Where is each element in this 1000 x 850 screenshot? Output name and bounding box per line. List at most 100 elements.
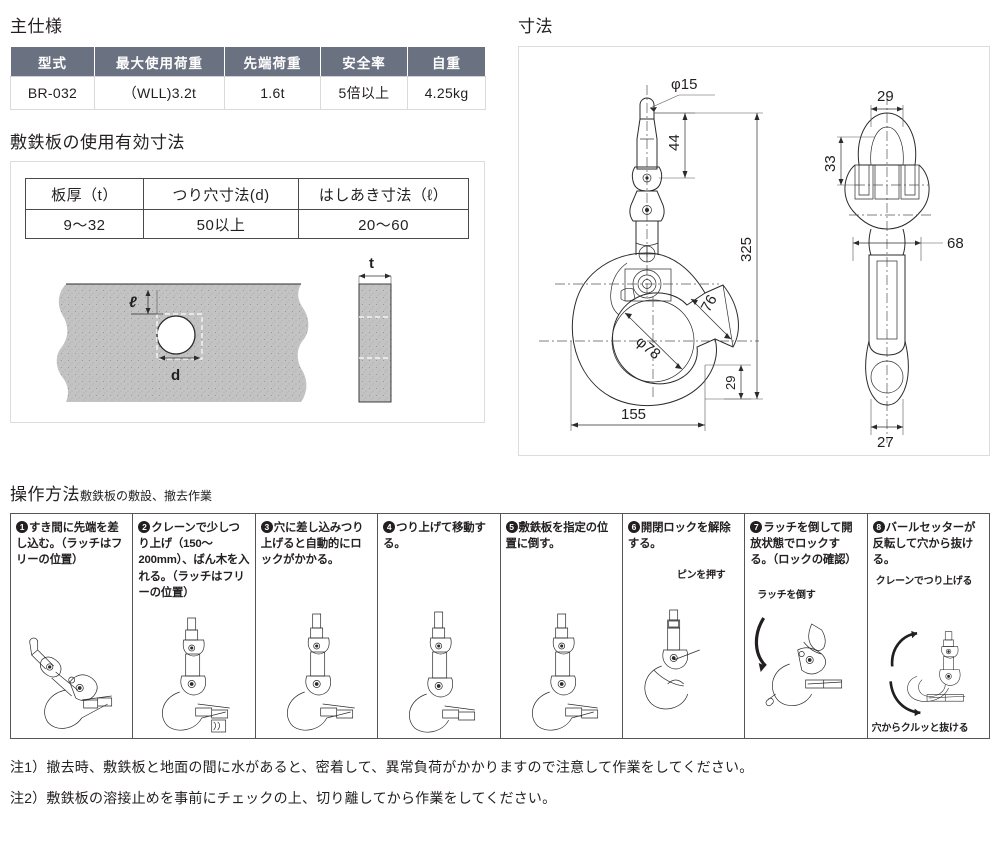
dimension-label-overall-height: 325 (738, 237, 755, 262)
step-2-illustration (162, 617, 231, 733)
dimension-label-hook-diameter: φ78 (632, 333, 663, 363)
hole-dimension-box (156, 313, 203, 360)
step-7-note-lower-latch: ラッチを倒す (757, 590, 816, 601)
hook-front-view: φ15 44 (539, 76, 763, 431)
main-spec-section: 主仕様 型式 最大使用荷重 先端荷重 安全率 自重 BR-032 （WLL)3.… (10, 12, 490, 110)
plate-dimension-box: 板厚（t） つり穴寸法(d) はしあき寸法（ℓ） 9〜32 50以上 20〜60 (10, 161, 485, 423)
spec-value-weight: 4.25kg (407, 76, 486, 110)
operation-title: 操作方法 (10, 485, 80, 504)
hole-diameter-label: d (171, 367, 180, 384)
main-spec-table: 型式 最大使用荷重 先端荷重 安全率 自重 BR-032 （WLL)3.2t 1… (10, 46, 486, 110)
spec-header-model: 型式 (10, 46, 95, 77)
dimensions-section: 寸法 (518, 12, 990, 456)
hook-body (571, 245, 739, 407)
spec-value-model: BR-032 (10, 76, 95, 110)
footnote-1: 注1）撤去時、敷鉄板と地面の間に水があると、密着して、異常負荷がかかりますので注… (10, 759, 754, 775)
dimension-bottom-width: 27 (870, 399, 904, 451)
table-row: 9〜32 50以上 20〜60 (25, 209, 469, 239)
step-7-number: 7 (750, 521, 763, 533)
table-header-row: 板厚（t） つり穴寸法(d) はしあき寸法（ℓ） (25, 178, 469, 210)
plate-header-thickness: 板厚（t） (25, 178, 144, 210)
thickness-label: t (369, 255, 374, 272)
dimension-side-top-width: 29 (870, 88, 904, 127)
dimension-label-shackle-height: 33 (822, 155, 839, 172)
table-header-row: 型式 最大使用荷重 先端荷重 安全率 自重 (10, 46, 486, 77)
step-5-illustration (531, 613, 598, 731)
dimension-overall-width: 155 (570, 341, 706, 431)
dimension-throat-depth: 76 (690, 292, 732, 340)
spec-header-safety: 安全率 (320, 46, 408, 77)
dimension-body-width: 68 (852, 235, 964, 261)
step-6-number: 6 (627, 521, 640, 533)
dimension-label-bottom-offset: 29 (723, 376, 738, 390)
dimension-pin-diameter: φ15 (649, 76, 715, 112)
rotation-arrow (755, 617, 768, 672)
dimension-top-to-pivot: 44 (654, 112, 695, 179)
dimension-label-pin-dia: φ15 (671, 76, 697, 93)
step-1-number: 1 (16, 521, 28, 533)
table-row: BR-032 （WLL)3.2t 1.6t 5倍以上 4.25kg (10, 76, 486, 110)
step-5-number: 5 (505, 521, 518, 533)
step-4-number: 4 (383, 521, 396, 533)
plate-dimension-title: 敷鉄板の使用有効寸法 (10, 133, 185, 152)
step-6-note-push-pin: ピンを押す (676, 570, 726, 581)
dimension-label-bottom-width: 27 (877, 434, 894, 451)
step-8-note-lift-by-crane: クレーンでつり上げる (875, 576, 973, 587)
spec-header-weight: 自重 (407, 46, 486, 77)
footnotes-section: 注1）撤去時、敷鉄板と地面の間に水があると、密着して、異常負荷がかかりますので注… (10, 757, 990, 819)
edge-distance-label: ℓ (129, 294, 137, 311)
hook-technical-drawing: φ15 44 (539, 76, 964, 451)
operation-subtitle: 敷鉄板の敷設、撤去作業 (80, 489, 213, 503)
plate-dimension-section: 敷鉄板の使用有効寸法 板厚（t） つり穴寸法(d) はしあき寸法（ℓ） 9〜32… (10, 128, 490, 423)
step-7-illustration (755, 617, 843, 707)
operation-heading: 操作方法 敷鉄板の敷設、撤去作業 (10, 480, 990, 505)
footnote-2: 注2）敷鉄板の溶接止めを事前にチェックの上、切り離してから作業をしてください。 (10, 790, 557, 806)
step-8-illustration (888, 630, 965, 717)
main-spec-title: 主仕様 (10, 17, 63, 36)
dimensions-title: 寸法 (518, 17, 553, 36)
step-8-note-pulls-out: 穴からクルッと抜ける (871, 723, 969, 734)
dimension-overall-height: 325 (654, 112, 763, 400)
hook-side-view: 29 33 (822, 88, 964, 451)
plate-header-hole: つり穴寸法(d) (143, 178, 299, 210)
dimension-label-body-width: 68 (947, 235, 964, 252)
spec-value-wll: （WLL)3.2t (94, 76, 225, 110)
plate-header-edge: はしあき寸法（ℓ） (298, 178, 469, 210)
spec-value-tip-load: 1.6t (224, 76, 321, 110)
lifting-hole (156, 315, 196, 355)
rotation-arrow-down (888, 681, 921, 717)
dimension-label-overall-width: 155 (621, 406, 646, 423)
hole-diameter-dimension: d (159, 355, 200, 384)
plate-diagram: ℓ d (56, 255, 392, 403)
dimension-label-side-top-width: 29 (877, 88, 894, 105)
step-8-number: 8 (872, 521, 885, 533)
dimensions-box: φ15 44 (518, 46, 990, 456)
plate-value-hole: 50以上 (143, 209, 299, 239)
step-6-illustration (644, 609, 700, 710)
step-1-illustration (29, 637, 113, 729)
dimension-bottom-offset: 29 (705, 364, 751, 400)
step-4-illustration (409, 611, 476, 733)
spec-header-tip-load: 先端荷重 (224, 46, 321, 77)
plate-value-edge: 20〜60 (298, 209, 469, 239)
dimension-label-top-to-pivot: 44 (666, 134, 683, 151)
dimension-label-throat-depth: 76 (698, 292, 721, 315)
